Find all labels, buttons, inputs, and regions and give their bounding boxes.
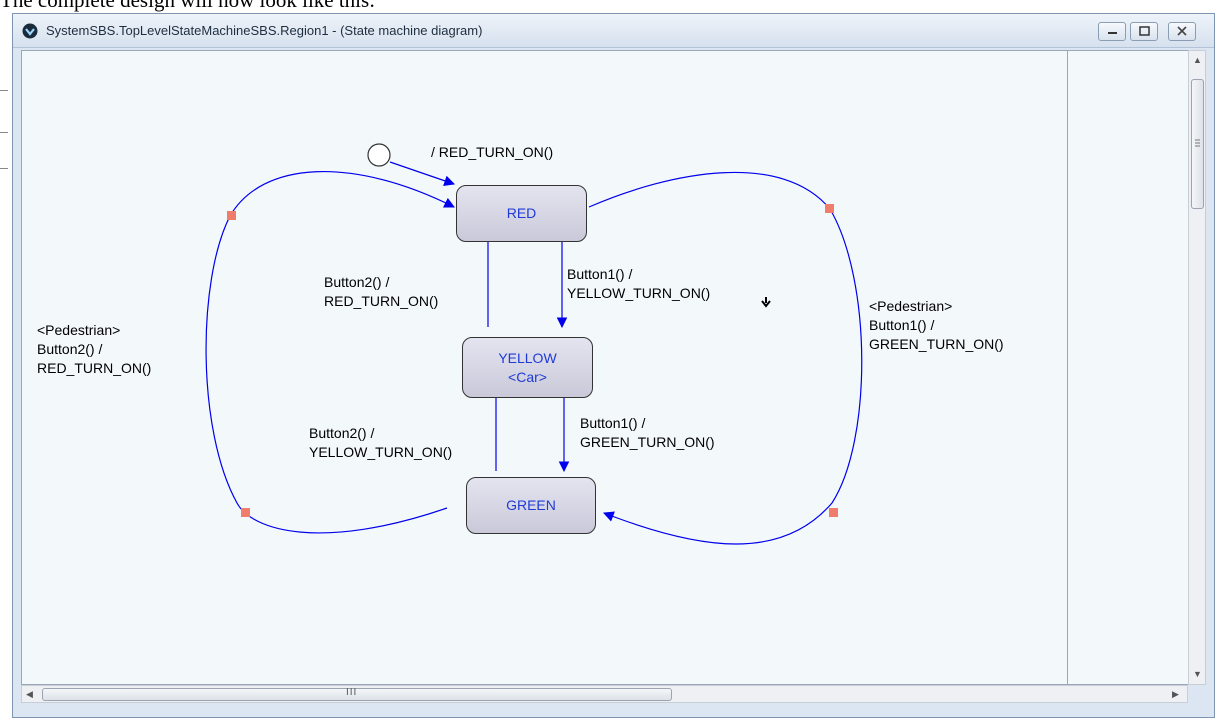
window-title: SystemSBS.TopLevelStateMachineSBS.Region… bbox=[46, 23, 483, 38]
minimize-icon bbox=[1108, 32, 1117, 34]
scroll-left-icon[interactable]: ◀ bbox=[26, 689, 33, 699]
scroll-grip: III bbox=[346, 687, 358, 698]
edge-red-to-green-pedestrian[interactable] bbox=[588, 171, 863, 545]
diagram-window: SystemSBS.TopLevelStateMachineSBS.Region… bbox=[12, 13, 1215, 718]
state-red-label: RED bbox=[506, 205, 537, 221]
initial-transition[interactable] bbox=[389, 161, 456, 186]
edge-green-to-red-pedestrian[interactable] bbox=[205, 170, 455, 534]
scroll-right-icon[interactable]: ▶ bbox=[1172, 689, 1179, 699]
close-icon bbox=[1177, 26, 1187, 36]
vertical-scrollbar[interactable]: ▲ ▼ bbox=[1188, 50, 1206, 685]
maximize-button[interactable] bbox=[1130, 22, 1158, 41]
app-logo-icon bbox=[22, 23, 38, 39]
maximize-icon bbox=[1139, 26, 1150, 36]
state-green[interactable]: GREEN bbox=[466, 477, 596, 534]
scroll-down-icon[interactable]: ▼ bbox=[1193, 669, 1202, 679]
resize-arrow-icon bbox=[761, 297, 771, 308]
edge-tick bbox=[0, 132, 8, 133]
side-panel bbox=[1068, 50, 1188, 685]
state-red[interactable]: RED bbox=[456, 185, 587, 242]
state-yellow-stereotype: <Car> bbox=[508, 368, 547, 385]
waypoint-handle[interactable] bbox=[825, 204, 834, 213]
label-green-to-red-pedestrian: <Pedestrian>Button2() /RED_TURN_ON() bbox=[37, 322, 152, 376]
minimize-button[interactable] bbox=[1098, 22, 1126, 41]
label-red-to-yellow: Button1() /YELLOW_TURN_ON() bbox=[567, 266, 711, 301]
waypoint-handle[interactable] bbox=[227, 211, 236, 220]
label-green-to-yellow: Button2() /YELLOW_TURN_ON() bbox=[309, 425, 453, 460]
title-bar[interactable]: SystemSBS.TopLevelStateMachineSBS.Region… bbox=[13, 14, 1214, 48]
label-initial: / RED_TURN_ON() bbox=[431, 144, 554, 160]
state-green-label: GREEN bbox=[506, 497, 556, 513]
scroll-up-icon[interactable]: ▲ bbox=[1193, 55, 1202, 65]
state-yellow-label: YELLOW bbox=[498, 349, 557, 366]
vertical-scroll-thumb[interactable] bbox=[1191, 79, 1204, 209]
label-yellow-to-red: Button2() /RED_TURN_ON() bbox=[324, 274, 439, 309]
grip-icon bbox=[1195, 139, 1200, 147]
diagram-edges bbox=[205, 143, 863, 545]
waypoint-handle[interactable] bbox=[241, 508, 250, 517]
initial-pseudostate[interactable] bbox=[367, 143, 391, 167]
label-red-to-green-pedestrian: <Pedestrian>Button1() /GREEN_TURN_ON() bbox=[869, 298, 1004, 352]
edge-tick bbox=[0, 168, 8, 169]
edge-tick bbox=[0, 90, 8, 91]
waypoint-handle[interactable] bbox=[829, 508, 838, 517]
label-yellow-to-green: Button1() /GREEN_TURN_ON() bbox=[580, 415, 715, 450]
state-yellow[interactable]: YELLOW <Car> bbox=[462, 337, 593, 398]
horizontal-scroll-thumb[interactable]: III bbox=[42, 687, 672, 701]
document-caption: The complete design will now look like t… bbox=[0, 0, 376, 12]
horizontal-scrollbar[interactable]: ◀ III ▶ bbox=[21, 685, 1188, 703]
close-button[interactable] bbox=[1168, 22, 1196, 41]
diagram-canvas[interactable]: RED YELLOW <Car> GREEN / RED_TURN_ON() B… bbox=[21, 50, 1068, 685]
left-page-edge bbox=[0, 28, 8, 718]
